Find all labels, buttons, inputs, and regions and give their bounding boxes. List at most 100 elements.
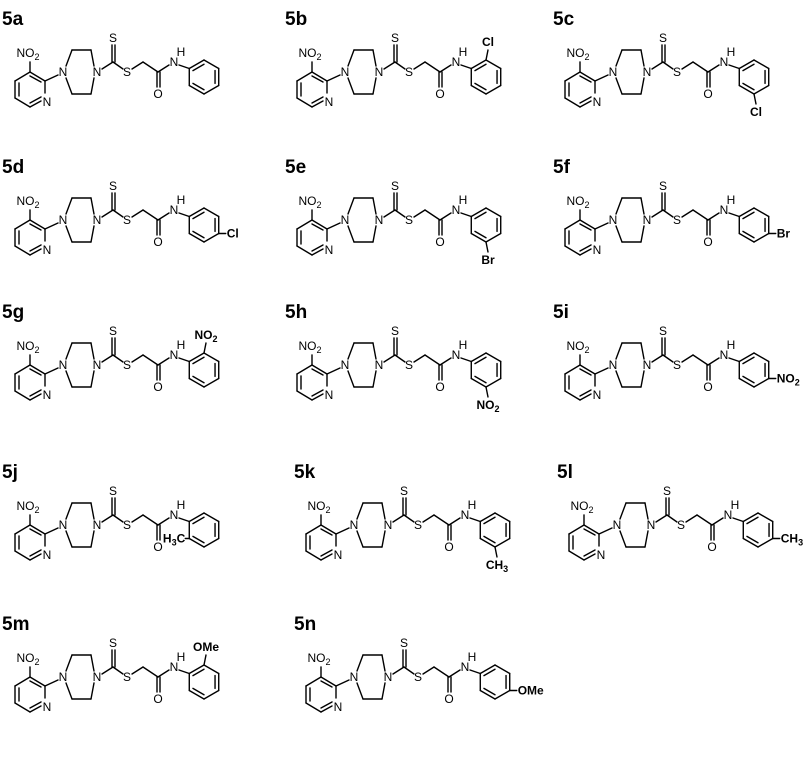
phenyl-bond: [494, 512, 511, 523]
pyridine-bond: [305, 702, 322, 713]
pyridine-n: N: [334, 700, 343, 714]
amide-h: H: [177, 338, 186, 352]
pyridine-n: N: [43, 548, 52, 562]
phenyl-double-bond: [192, 230, 205, 239]
piperazine-bond: [90, 654, 95, 672]
compound-label: 5l: [557, 462, 573, 483]
methylene-bond: [681, 354, 694, 363]
piperazine-bond: [372, 370, 377, 388]
thione-s: S: [659, 31, 667, 45]
amide-bond: [157, 669, 170, 678]
thione-s: S: [109, 31, 117, 45]
pyridine-n: N: [43, 95, 52, 109]
amide-h: H: [727, 45, 736, 59]
piperazine-n4: N: [375, 65, 384, 79]
phenyl-bond: [470, 59, 487, 70]
methylene-bond: [131, 514, 144, 523]
nitro-label: NO2: [307, 499, 330, 515]
pyridine-bond: [311, 100, 324, 108]
thione-s: S: [400, 484, 408, 498]
pyridine-n: N: [43, 243, 52, 257]
piperazine-n4: N: [643, 358, 652, 372]
substituent-label: H3C: [163, 532, 186, 548]
piperazine-n4: N: [643, 213, 652, 227]
piperazine-n4: N: [93, 213, 102, 227]
piperazine-bond: [65, 77, 73, 95]
thione-s: S: [109, 636, 117, 650]
phenyl-bond: [203, 664, 220, 675]
amide-n: N: [452, 55, 461, 69]
amide-bond: [439, 64, 452, 73]
dtc-bond: [662, 209, 674, 218]
thione-s: S: [109, 484, 117, 498]
methylene-bond: [131, 354, 144, 363]
piperazine-bond: [65, 197, 73, 215]
phenyl-bond: [485, 377, 502, 388]
amide-bond: [157, 357, 170, 366]
phenyl-double-bond: [483, 668, 496, 677]
carbonyl-o: O: [703, 235, 712, 249]
piperazine-bond: [372, 342, 377, 360]
piperazine-bond: [90, 77, 95, 95]
pyridine-n: N: [597, 548, 606, 562]
pyridine-bond: [14, 524, 31, 535]
dtc-bond: [383, 354, 396, 363]
substituent-label: OMe: [518, 684, 544, 698]
phenyl-double-bond: [742, 211, 755, 220]
carbonyl-o: O: [153, 235, 162, 249]
pyridine-bond: [29, 676, 46, 687]
substituent-bond: [753, 93, 757, 105]
pyridine-bond: [564, 219, 581, 230]
pyridine-bond: [14, 550, 31, 561]
pyridine-piperazine-bond: [326, 74, 341, 82]
pyridine-bond: [564, 71, 581, 82]
piperazine-bond: [640, 77, 645, 95]
piperazine-n1: N: [609, 213, 618, 227]
substituent-label: Cl: [482, 35, 494, 49]
dtc-bond: [392, 514, 405, 523]
thioether-s: S: [405, 213, 413, 227]
thioether-s: S: [673, 65, 681, 79]
compound-label: 5b: [285, 9, 307, 30]
nitro-label: NO2: [570, 499, 593, 515]
phenyl-double-bond: [474, 230, 487, 239]
piperazine-bond: [615, 370, 623, 388]
amide-h: H: [177, 45, 186, 59]
phenyl-bond: [738, 207, 755, 218]
pyridine-bond: [311, 71, 328, 82]
piperazine-n1: N: [59, 358, 68, 372]
amide-n: N: [720, 55, 729, 69]
carbonyl-o: O: [153, 540, 162, 554]
piperazine-n4: N: [375, 213, 384, 227]
thione-s: S: [663, 484, 671, 498]
dtc-bond: [112, 514, 124, 523]
piperazine-n4: N: [375, 358, 384, 372]
pyridine-piperazine-bond: [44, 527, 59, 535]
phenyl-bond: [485, 352, 502, 363]
pyridine-double-bond: [29, 368, 42, 376]
pyridine-bond: [564, 364, 581, 375]
pyridine-bond: [579, 248, 592, 256]
piperazine-n4: N: [384, 670, 393, 684]
n-phenyl-bond: [728, 64, 740, 70]
n-phenyl-bond: [460, 64, 472, 70]
methylene-bond: [413, 61, 426, 70]
methylene-bond: [681, 209, 694, 218]
compound-label: 5c: [553, 9, 575, 30]
pyridine-double-bond: [311, 96, 324, 104]
amide-bond: [711, 517, 724, 526]
piperazine-bond: [90, 49, 95, 67]
thioether-s: S: [123, 358, 131, 372]
phenyl-bond: [738, 84, 755, 95]
nitro-label: NO2: [566, 339, 589, 355]
nitro-label: NO2: [16, 339, 39, 355]
carbonyl-o: O: [153, 380, 162, 394]
piperazine-bond: [615, 197, 623, 215]
dtc-bond: [112, 666, 124, 675]
dtc-bond: [394, 209, 406, 218]
n-phenyl-bond: [178, 517, 190, 523]
